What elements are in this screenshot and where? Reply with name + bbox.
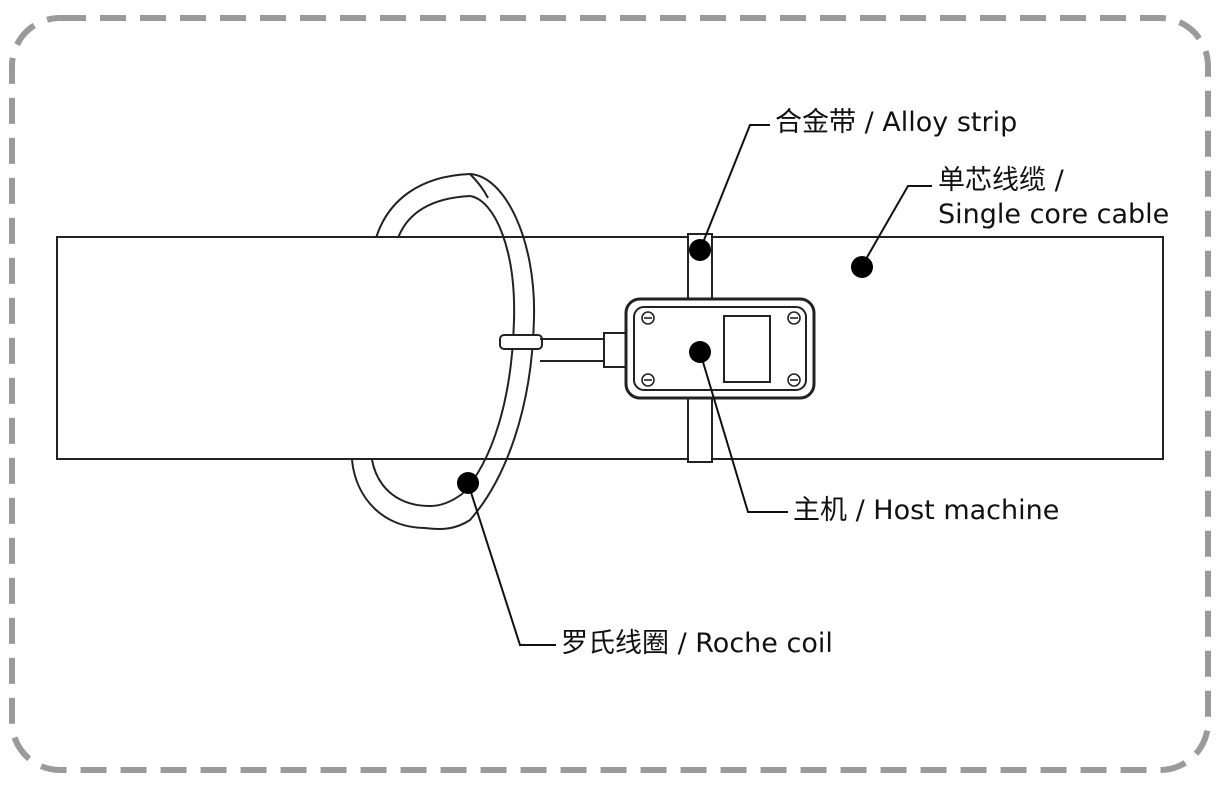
coil-lead-cable bbox=[540, 332, 629, 368]
label-single-core-cable: 单芯线缆 / Single core cable bbox=[938, 164, 1169, 232]
dashed-frame bbox=[9, 15, 1211, 773]
marker-single-core-cable bbox=[851, 256, 873, 278]
label-alloy-strip: 合金带 / Alloy strip bbox=[775, 107, 1018, 138]
leader-roche-coil bbox=[467, 482, 556, 646]
screw-icon bbox=[641, 311, 801, 387]
leader-alloy-strip bbox=[699, 124, 770, 251]
roche-coil bbox=[424, 173, 543, 530]
marker-dots bbox=[457, 239, 873, 494]
label-host-machine: 主机 / Host machine bbox=[793, 495, 1060, 526]
marker-roche-coil bbox=[457, 472, 479, 494]
label-roche-coil: 罗氏线圈 / Roche coil bbox=[561, 628, 833, 659]
roche-coil-back bbox=[351, 173, 471, 529]
label-single-core-cable-line1: 单芯线缆 / bbox=[938, 165, 1064, 196]
leader-lines bbox=[467, 124, 932, 646]
marker-host-machine bbox=[689, 341, 711, 363]
marker-alloy-strip bbox=[689, 239, 711, 261]
leader-single-core-cable bbox=[861, 185, 932, 267]
label-single-core-cable-line2: Single core cable bbox=[938, 199, 1170, 230]
leader-host-machine bbox=[699, 351, 788, 513]
host-machine bbox=[624, 297, 816, 400]
